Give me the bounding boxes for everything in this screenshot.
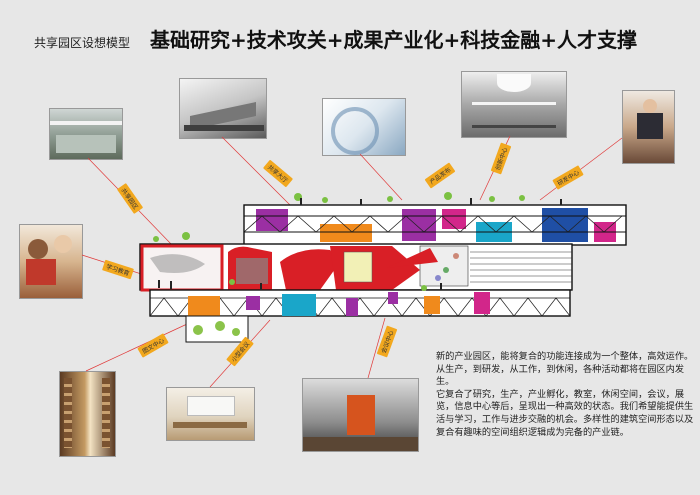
photo-research-center: [622, 90, 675, 164]
middle-block: [139, 243, 573, 292]
trees: [153, 192, 525, 291]
photo-learning-education: [19, 224, 83, 299]
upper-block: [243, 204, 627, 246]
photo-product-launch: [322, 98, 406, 156]
description-paragraph-2: 它复合了研究，生产，产业孵化，教室，休闲空间，会议，展览，信息中心等后，呈现出一…: [436, 388, 694, 438]
photo-shared-campus: [49, 108, 123, 160]
photo-innovation-center: [461, 71, 567, 138]
description-text: 新的产业园区，能将复合的功能连接成为一个整体，高效运作。从生产，到研发，从工作，…: [436, 351, 694, 439]
description-paragraph-1: 新的产业园区，能将复合的功能连接成为一个整体，高效运作。从生产，到研发，从工作，…: [436, 351, 694, 388]
people: [158, 198, 562, 290]
photo-library-center: [59, 371, 116, 457]
diagram-subtitle: 共享园区设想模型: [34, 36, 131, 50]
photo-conference-center: [302, 378, 419, 452]
photo-shared-hall: [179, 78, 267, 139]
photo-meeting-room: [166, 387, 255, 441]
lower-block: [149, 289, 571, 343]
diagram-title: 基础研究+技术攻关+成果产业化+科技金融+人才支撑: [150, 28, 638, 52]
